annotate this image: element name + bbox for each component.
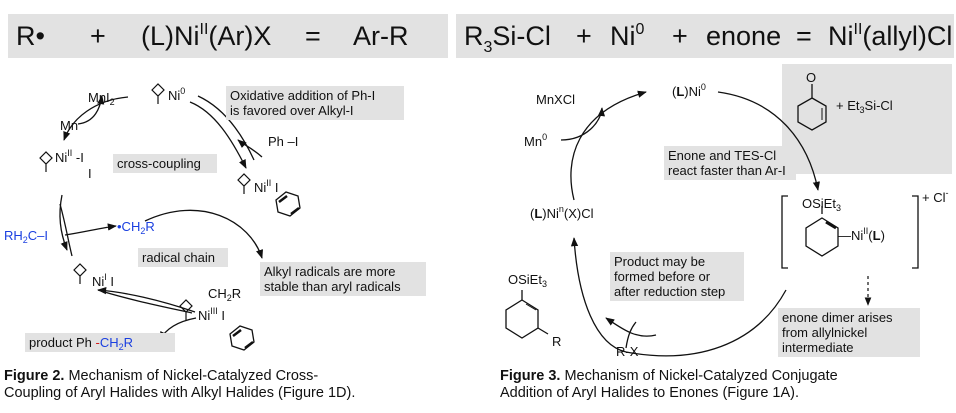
cycle-arrow-bottom <box>625 289 787 357</box>
product-ring-icon <box>505 290 549 339</box>
allyl-nickel-ring-icon <box>805 206 839 257</box>
radical-term: R• <box>16 21 45 51</box>
aryl-nickel-2-label: NiII I <box>254 178 279 196</box>
product-box: product Ph -CH2R <box>25 333 175 352</box>
nickel-3-label: NiIII I <box>198 306 226 324</box>
product-silyl-label: OSiEt3 <box>508 272 547 289</box>
figure-3-arrows <box>505 84 919 357</box>
figure-3-caption-label: Figure 3. <box>500 368 561 384</box>
ch2r-label: CH2R <box>208 286 242 303</box>
nickel-2-label: NiII -I <box>55 148 84 166</box>
left-bracket <box>781 195 788 269</box>
tes-chloride-label: + Et3Si-Cl <box>836 98 893 115</box>
equals-sign: = <box>305 21 321 51</box>
enone-dimer-note: enone dimer arises from allylnickel inte… <box>778 308 920 357</box>
product-formed-note: Product may be formed before or after re… <box>610 252 744 301</box>
radical-stability-note: Alkyl radicals are more stable than aryl… <box>260 262 426 296</box>
radical-capture-arrow <box>144 209 263 259</box>
figure-2-arrows <box>39 83 301 351</box>
manganese-label: Mn <box>60 118 79 133</box>
figure-3-panel: R3Si-Cl + Ni0 + enone = NiII(allyl)Cl <box>456 0 956 413</box>
to-ni1-arrow <box>97 286 196 313</box>
nickel-n-label: (L)Nin(X)Cl <box>530 204 594 222</box>
nickel-aryl-term: (L)NiII(Ar)X <box>141 21 272 51</box>
product-release-arrow <box>605 317 657 337</box>
nickel-0-term: Ni0 <box>610 21 645 51</box>
right-bracket <box>912 195 919 269</box>
phenyl-iodide-label: Ph –I <box>268 134 299 149</box>
cycle-arrow-right <box>717 91 820 191</box>
mn-arrow <box>77 95 105 125</box>
ni1-arrow <box>59 203 73 257</box>
alkyl-iodide-label: RH2C–I <box>4 228 49 245</box>
cross-coupling-note: cross-coupling <box>113 154 217 173</box>
enone-oxygen-label: O <box>806 70 817 85</box>
figure-2-panel: R• + (L)NiII(Ar)X = Ar-R <box>0 0 468 413</box>
cycle-arrow-left <box>570 90 647 201</box>
phenyl-ring-icon <box>229 191 301 351</box>
manganese-iodide-label: MnI2 <box>88 90 115 107</box>
allyl-nickel-product: NiII(allyl)Cl <box>828 21 953 51</box>
nickel-2-iodide: I <box>88 166 92 181</box>
manganese-0-label: Mn0 <box>524 132 548 150</box>
enone-faster-note: Enone and TES-Cl react faster than Ar-I <box>664 146 796 180</box>
radical-chain-note: radical chain <box>138 248 228 267</box>
figure-3-caption: Figure 3. Mechanism of Nickel-Catalyzed … <box>500 368 838 401</box>
enone-reagent-box <box>782 64 952 174</box>
nickel-1-label: NiI I <box>92 272 115 290</box>
plus-sign-1: + <box>576 21 592 51</box>
cationic-charge-label: + Cl- <box>922 188 949 206</box>
cyclohexenone-icon <box>797 84 827 131</box>
cycle-arrow-left <box>59 194 68 251</box>
nickel-0-label: Ni0 <box>168 86 186 104</box>
silyl-enol-label: OSiEt3 <box>802 196 841 213</box>
alkyl-radical-label: •CH2R <box>117 219 155 236</box>
plus-sign: + <box>90 21 106 51</box>
oxidative-addition-note: Oxidative addition of Ph-I is favored ov… <box>226 86 404 120</box>
mn-reduction-arrow <box>560 107 606 141</box>
figure-2-caption: Figure 2. Mechanism of Nickel-Catalyzed … <box>4 368 356 401</box>
cycle-arrow-lower-left <box>570 237 627 353</box>
cycle-arrow-top <box>63 96 129 141</box>
coupling-product: Ar-R <box>353 21 409 51</box>
product-r-label: R <box>552 334 562 349</box>
plus-sign-2: + <box>672 21 688 51</box>
figure-3-equation: R3Si-Cl + Ni0 + enone = NiII(allyl)Cl <box>456 14 954 58</box>
allyl-nickel-label: —NiII(L) <box>838 226 885 244</box>
equals-sign: = <box>796 21 812 51</box>
aryl-halide-label: R-X <box>616 344 639 359</box>
enone-term: enone <box>706 21 782 51</box>
manganese-chloride-label: MnXCl <box>536 92 576 107</box>
ligand-icon <box>39 83 251 320</box>
rx-arrow <box>625 321 637 349</box>
oxidative-addition-arrow <box>189 101 247 169</box>
figure-2-equation: R• + (L)NiII(Ar)X = Ar-R <box>8 14 448 58</box>
silyl-chloride-term: R3Si-Cl <box>464 21 551 56</box>
nickel-0-label: (L)Ni0 <box>672 82 706 100</box>
ph-i-arrow <box>237 139 263 158</box>
figure-2-caption-label: Figure 2. <box>4 368 65 384</box>
radical-generation-arrow <box>64 223 117 236</box>
cycle-arrow-bottom <box>97 289 193 314</box>
